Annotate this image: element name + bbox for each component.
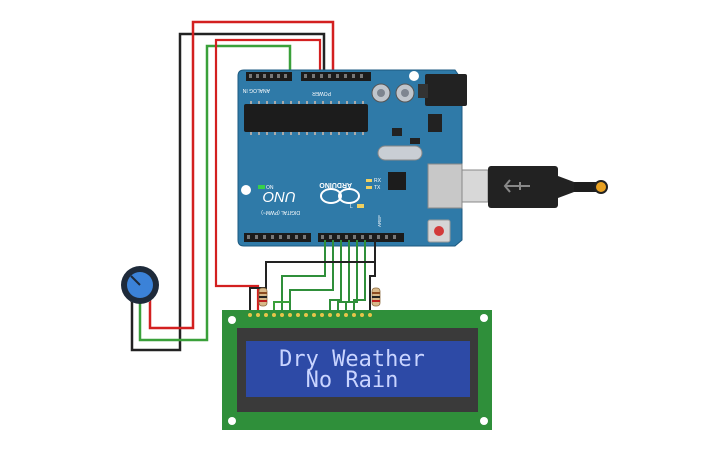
aref-label: AREF (377, 215, 382, 227)
arduino-logo-text: ARDUINO (319, 181, 352, 188)
wire-contrast-green (273, 301, 290, 312)
tx-rx-leds: TX RX (366, 178, 382, 191)
power-header-label: POWER (312, 90, 331, 96)
wire-red-5v (148, 20, 335, 330)
reset-button[interactable] (427, 219, 451, 243)
digital-header-left (244, 233, 311, 242)
wire-pin4 (337, 240, 350, 312)
resistor-backlight (371, 287, 381, 307)
l-label: L (350, 204, 353, 210)
wire-pin12 (281, 240, 326, 312)
wire-green-a0 (138, 44, 292, 342)
wire-gnd-black-2 (369, 262, 376, 312)
usb-controller-chip (388, 172, 406, 190)
rx-label: RX (374, 178, 382, 184)
potentiometer[interactable] (121, 266, 159, 304)
resistor-contrast (258, 287, 268, 307)
wire-pin2 (353, 240, 366, 312)
wire-red-lcd-vdd (214, 38, 322, 312)
top-header-pins (249, 74, 363, 78)
pot-wires (130, 20, 335, 352)
l-led: L (350, 204, 364, 210)
lcd-16x2-module: Dry Weather No Rain (222, 310, 492, 430)
lcd-line-1: Dry Weather (279, 347, 425, 372)
lcd-data-wires (249, 240, 376, 312)
wire-gnd-black (249, 240, 376, 312)
atmega-chip (244, 104, 368, 132)
on-led: ON (258, 185, 274, 191)
wire-pin3 (345, 240, 358, 312)
usb-cable (461, 166, 608, 208)
dc-power-jack (425, 74, 467, 106)
analog-header (246, 72, 292, 81)
on-label: ON (266, 185, 274, 191)
arduino-logo: ARDUINO (319, 181, 360, 204)
lcd-pin-header (248, 313, 372, 317)
digital-header-label: DIGITAL (PWM~) (261, 209, 300, 215)
lcd-screen (246, 341, 470, 397)
usb-port (427, 163, 463, 209)
tx-label: TX (374, 185, 381, 191)
wire-pin5 (329, 240, 342, 312)
digital-header-pins (247, 235, 396, 239)
wire-black-gnd (130, 32, 326, 352)
analog-header-label: ANALOG IN (242, 87, 270, 93)
lcd-line-2: No Rain (306, 368, 399, 393)
uno-model-text: UNO (262, 188, 296, 205)
capacitors (371, 83, 415, 103)
crystal-oscillator (377, 145, 423, 161)
voltage-regulator (428, 114, 442, 132)
arduino-uno-board: ANALOG IN POWER (237, 69, 467, 247)
